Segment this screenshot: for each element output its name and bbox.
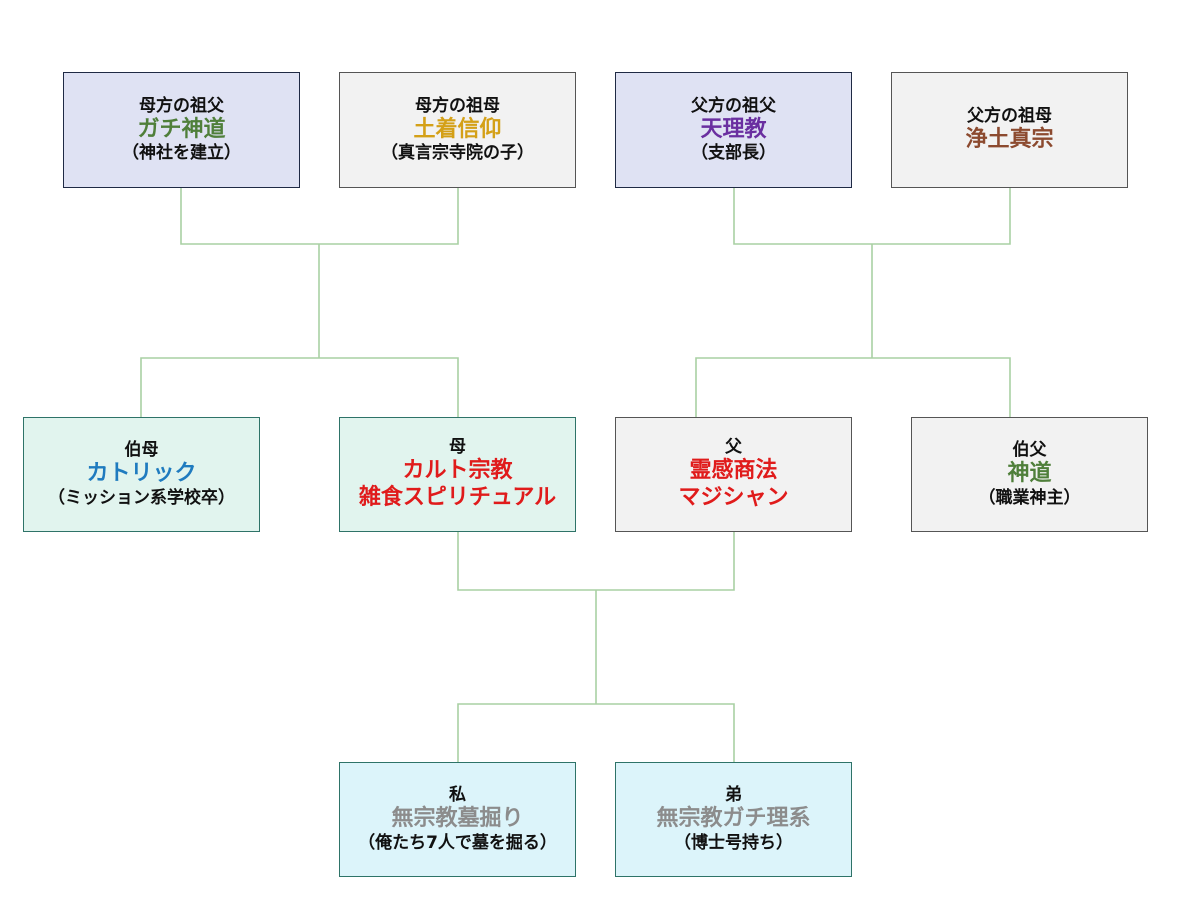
paternal-grandfather-node: 父方の祖父 天理教 （支部長） <box>615 72 852 188</box>
me-belief: 無宗教墓掘り <box>391 806 524 832</box>
aunt-note: （ミッション系学校卒） <box>48 487 235 508</box>
aunt-role: 伯母 <box>124 440 159 461</box>
maternal-grandmother-belief: 土着信仰 <box>413 116 502 142</box>
maternal-grandfather-belief: ガチ神道 <box>137 116 226 142</box>
father-node: 父 霊感商法 マジシャン <box>615 417 852 532</box>
aunt-belief: カトリック <box>86 461 197 487</box>
maternal-grandfather-role: 母方の祖父 <box>139 95 224 116</box>
me-node: 私 無宗教墓掘り （俺たち7人で墓を掘る） <box>339 762 576 877</box>
brother-note: （博士号持ち） <box>674 832 793 853</box>
me-note: （俺たち7人で墓を掘る） <box>358 832 557 853</box>
brother-node: 弟 無宗教ガチ理系 （博士号持ち） <box>615 762 852 877</box>
paternal-grandfather-belief: 天理教 <box>700 116 767 142</box>
aunt-node: 伯母 カトリック （ミッション系学校卒） <box>23 417 260 532</box>
conn-pgf-drop <box>733 188 1011 245</box>
me-role: 私 <box>449 785 466 806</box>
maternal-grandfather-note: （神社を建立） <box>122 143 241 164</box>
maternal-grandfather-node: 母方の祖父 ガチ神道 （神社を建立） <box>63 72 300 188</box>
mother-role: 母 <box>449 437 466 458</box>
conn-paternal-children <box>695 357 1011 417</box>
uncle-note: （職業神主） <box>978 487 1081 508</box>
conn-kids <box>457 703 735 762</box>
uncle-node: 伯父 神道 （職業神主） <box>911 417 1148 532</box>
maternal-grandmother-role: 母方の祖母 <box>415 95 500 116</box>
maternal-grandmother-node: 母方の祖母 土着信仰 （真言宗寺院の子） <box>339 72 576 188</box>
paternal-grandmother-belief: 浄土真宗 <box>965 126 1054 152</box>
paternal-grandfather-role: 父方の祖父 <box>691 95 776 116</box>
conn-parents-drop <box>457 532 735 591</box>
paternal-grandfather-note: （支部長） <box>691 143 776 164</box>
father-belief: 霊感商法 <box>689 458 778 484</box>
uncle-role: 伯父 <box>1012 440 1047 461</box>
conn-mgf-drop <box>180 188 459 245</box>
paternal-grandmother-role: 父方の祖母 <box>967 106 1052 127</box>
conn-maternal-children <box>140 357 459 417</box>
uncle-belief: 神道 <box>1007 461 1052 487</box>
maternal-grandmother-note: （真言宗寺院の子） <box>381 143 534 164</box>
brother-belief: 無宗教ガチ理系 <box>656 806 811 832</box>
mother-belief: カルト宗教 <box>402 458 513 484</box>
father-belief-2: マジシャン <box>678 484 789 510</box>
mother-node: 母 カルト宗教 雑食スピリチュアル <box>339 417 576 532</box>
mother-belief-2: 雑食スピリチュアル <box>358 484 557 510</box>
brother-role: 弟 <box>725 785 742 806</box>
paternal-grandmother-node: 父方の祖母 浄土真宗 <box>891 72 1128 188</box>
father-role: 父 <box>725 437 742 458</box>
